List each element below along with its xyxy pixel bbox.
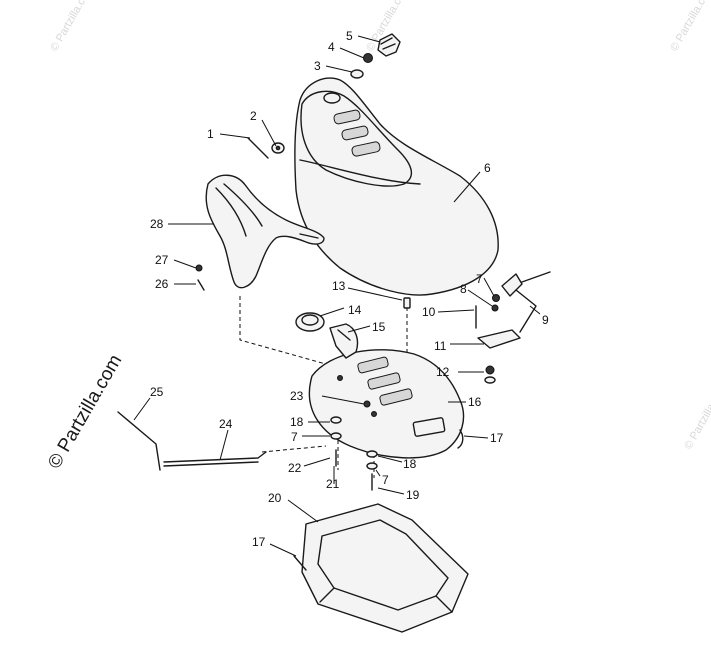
cover-rib-1: [357, 356, 389, 374]
pin-and-washer: [247, 137, 285, 159]
seat-cap-hole: [323, 92, 341, 104]
callout-19: 19: [406, 488, 420, 502]
leader-lines: [133, 35, 541, 557]
cover-slot: [412, 417, 446, 437]
callout-4: 4: [328, 40, 335, 54]
callout-21: 21: [326, 477, 340, 491]
cap-5: [377, 33, 401, 57]
partzilla-watermark: © Partzilla.com: [44, 351, 126, 472]
callout-12: 12: [436, 365, 450, 379]
storage-tray: [301, 503, 469, 633]
watermark-mid-right: © Partzilla.com: [682, 381, 711, 451]
callout-10: 10: [422, 305, 436, 319]
right-fastener-stack: [366, 450, 378, 491]
clip-17-right: [457, 429, 464, 449]
watermark-top-left: © Partzilla.com: [48, 0, 95, 54]
pin-1: [247, 137, 269, 159]
bolt-26: [197, 279, 205, 291]
callout-6: 6: [484, 161, 491, 175]
callout-7-left: 7: [291, 430, 298, 444]
nut-12: [485, 365, 495, 375]
nut-7-top: [492, 294, 500, 302]
boot-15: [329, 323, 359, 359]
seat-vent-1: [333, 109, 361, 125]
linkage-rods: [117, 411, 267, 471]
rear-shield: [205, 174, 325, 289]
left-fastener-stack: [330, 416, 342, 467]
callout-3: 3: [314, 59, 321, 73]
washer-3: [350, 69, 364, 79]
align-line-24: [261, 445, 327, 453]
callout-11: 11: [434, 339, 447, 353]
callout-20: 20: [268, 491, 282, 505]
shield-body: [205, 174, 325, 289]
rod-24: [163, 451, 267, 463]
nut-27: [195, 264, 203, 272]
watermark-top-right: © Partzilla.com: [668, 0, 711, 54]
callout-27: 27: [155, 253, 169, 267]
cap-assembly: [350, 33, 401, 79]
callout-17-right: 17: [490, 431, 504, 445]
callout-14: 14: [348, 303, 362, 317]
cover-rib-3: [379, 388, 413, 406]
callout-17-left: 17: [252, 535, 266, 549]
bracket-9-top: [501, 273, 523, 297]
seat-cushion-outline: [300, 90, 413, 187]
filler-neck: [295, 312, 359, 359]
pin-13: [403, 297, 411, 309]
rod-9: [521, 271, 551, 283]
callout-9: 9: [542, 313, 549, 327]
callout-5: 5: [346, 29, 353, 43]
callout-18-right: 18: [403, 457, 417, 471]
tank-cover: [308, 349, 465, 459]
rod-25: [117, 411, 161, 471]
callout-labels: 1 2 3 4 5 6 28 27 26 13 7 8 10 9 11 12 1…: [150, 29, 549, 549]
seat: [294, 77, 499, 296]
washer-18-left: [330, 416, 342, 424]
bracket-hardware: [475, 271, 551, 384]
align-line-28: [239, 296, 341, 369]
nut-4: [363, 53, 373, 63]
callout-26: 26: [155, 277, 169, 291]
clip-17-left: [293, 555, 307, 571]
callout-22: 22: [288, 461, 302, 475]
washer-18-right: [366, 450, 378, 458]
seat-vent-3: [351, 141, 381, 157]
callout-7-right: 7: [382, 473, 389, 487]
callout-25: 25: [150, 385, 164, 399]
callout-15: 15: [372, 320, 386, 334]
cover-rib-2: [367, 372, 401, 390]
seat-vent-2: [341, 125, 369, 141]
callout-18-left: 18: [290, 415, 304, 429]
callout-13: 13: [332, 279, 346, 293]
callout-2: 2: [250, 109, 257, 123]
callout-1: 1: [207, 127, 214, 141]
bracket-11: [477, 329, 521, 349]
callout-28: 28: [150, 217, 164, 231]
callout-16: 16: [468, 395, 482, 409]
nut-8: [491, 304, 499, 312]
callout-7-top: 7: [476, 272, 483, 286]
washer-7-right: [366, 462, 378, 470]
rod-9-lower: [515, 289, 537, 333]
callout-24: 24: [219, 417, 233, 431]
callout-8: 8: [460, 282, 467, 296]
callout-23: 23: [290, 389, 304, 403]
clip-23: [363, 400, 371, 408]
washer-7-left: [330, 432, 342, 440]
